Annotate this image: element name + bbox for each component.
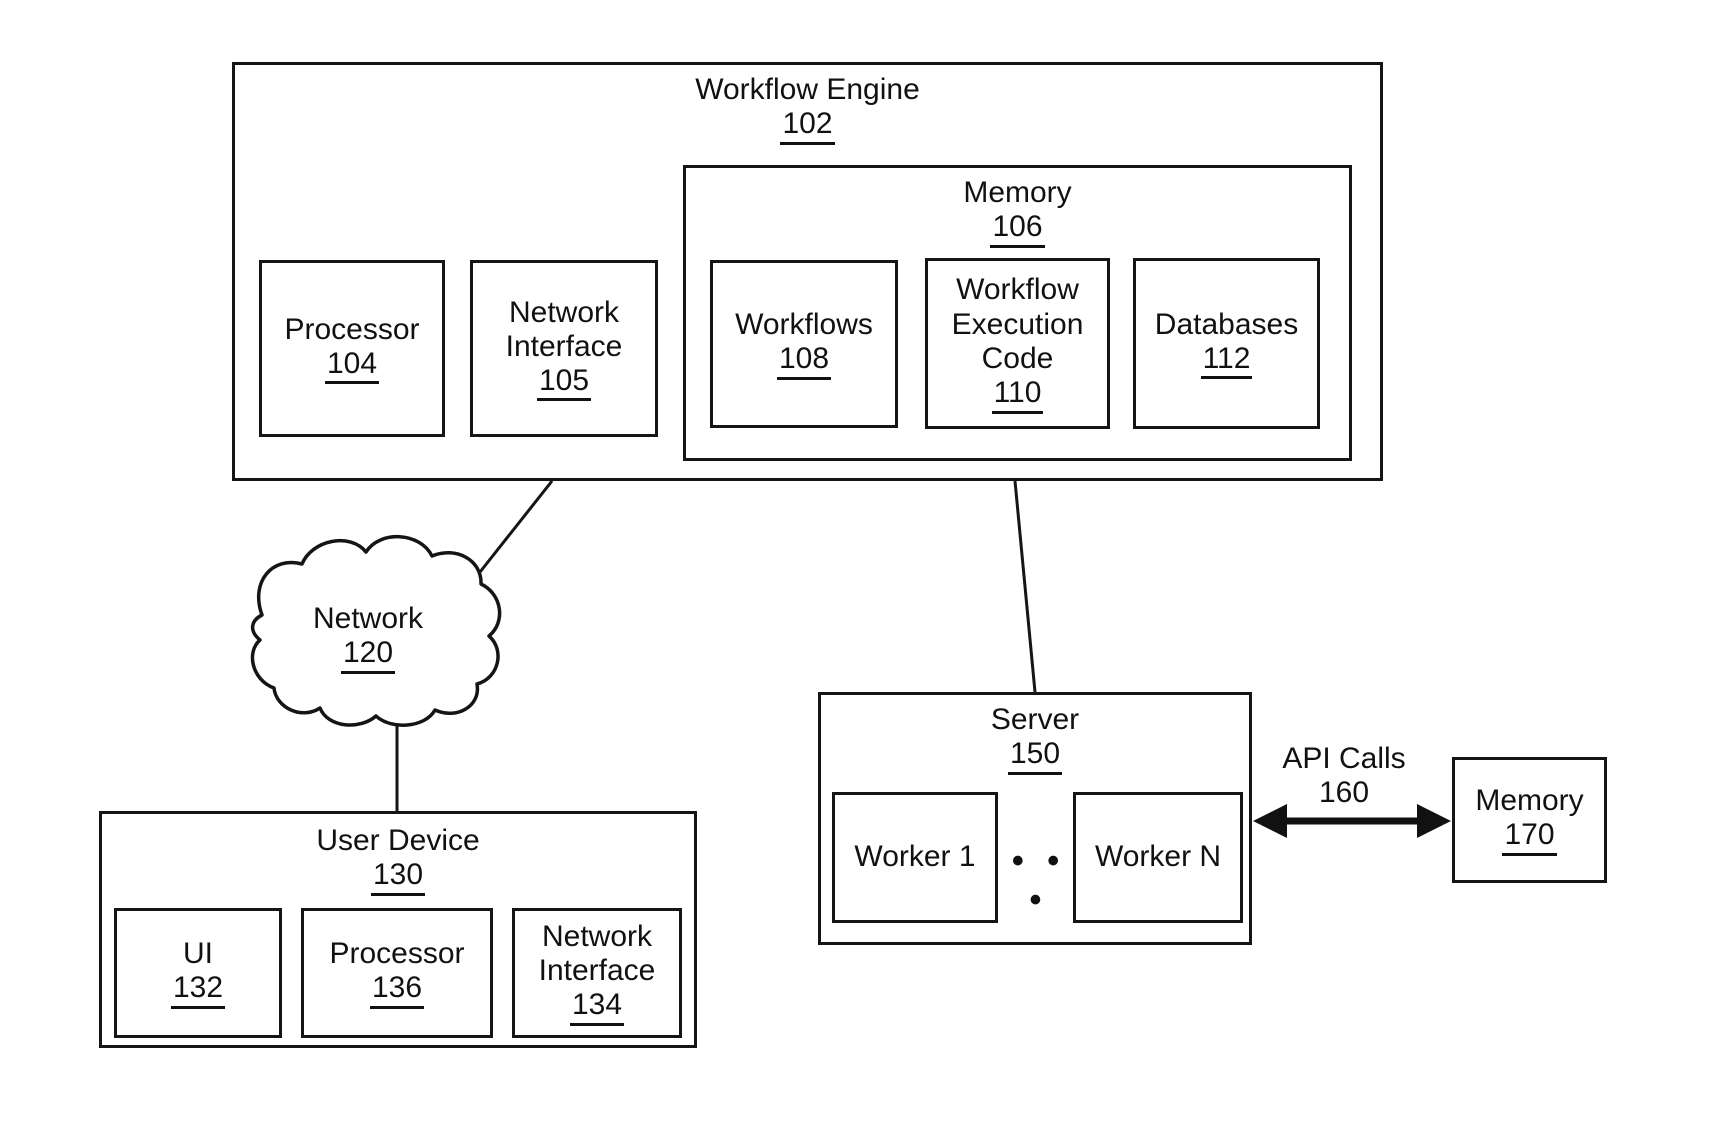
databases-label: Databases (1154, 307, 1299, 341)
network-cloud-shape (250, 535, 502, 727)
api-calls-arrowhead-left (1253, 804, 1287, 838)
memory-label: Memory (963, 176, 1072, 209)
databases-box: Databases 112 (1133, 258, 1320, 429)
network-interface-label: Network Interface (505, 295, 623, 363)
remote-memory-box: Memory 170 (1452, 757, 1607, 883)
network-cloud-label-block: Network 120 (268, 602, 468, 674)
engine-to-server-line (1013, 480, 1037, 693)
user-network-interface-ref: 134 (569, 989, 625, 1026)
ui-label: UI (183, 937, 213, 971)
worker-1-label: Worker 1 (854, 840, 976, 874)
user-processor-ref: 136 (369, 972, 425, 1009)
workflow-execution-code-label: Workflow Execution Code (951, 273, 1084, 375)
workflow-execution-code-box: Workflow Execution Code 110 (925, 258, 1110, 429)
workflow-engine-ref: 102 (780, 108, 835, 145)
processor-box: Processor 104 (259, 260, 445, 437)
user-processor-box: Processor 136 (301, 908, 493, 1038)
api-calls-arrowhead-right (1417, 804, 1451, 838)
network-interface-box: Network Interface 105 (470, 260, 658, 437)
server-label: Server (990, 703, 1080, 736)
api-calls-ref: 160 (1318, 776, 1370, 810)
server-ref: 150 (1007, 738, 1063, 775)
remote-memory-label: Memory (1475, 784, 1584, 818)
worker-n-box: Worker N (1073, 792, 1243, 923)
worker-1-box: Worker 1 (832, 792, 998, 923)
api-calls-label: API Calls (1282, 742, 1406, 775)
network-interface-ref: 105 (536, 365, 592, 402)
worker-n-label: Worker N (1094, 840, 1222, 874)
ellipsis-icon: • • • (1011, 842, 1067, 919)
workflows-ref: 108 (776, 343, 832, 380)
memory-box: Memory 106 (683, 165, 1352, 461)
ui-box: UI 132 (114, 908, 282, 1038)
user-network-interface-box: Network Interface 134 (512, 908, 682, 1038)
user-device-label: User Device (316, 824, 480, 857)
workflows-box: Workflows 108 (710, 260, 898, 428)
engine-to-network-line (478, 480, 554, 573)
workflow-engine-label: Workflow Engine (695, 73, 920, 106)
network-cloud-ref: 120 (340, 637, 396, 674)
ui-ref: 132 (170, 972, 226, 1009)
user-processor-label: Processor (329, 937, 465, 971)
workflow-engine-box: Workflow Engine 102 (232, 62, 1383, 481)
workflows-label: Workflows (735, 308, 873, 342)
memory-ref: 106 (990, 211, 1045, 248)
remote-memory-ref: 170 (1502, 819, 1557, 856)
processor-label: Processor (284, 312, 420, 346)
network-cloud-label: Network (312, 602, 424, 635)
api-calls-label-block: API Calls 160 (1254, 742, 1434, 810)
user-device-ref: 130 (370, 859, 426, 896)
workflow-execution-code-ref: 110 (991, 377, 1044, 414)
processor-ref: 104 (324, 348, 380, 385)
user-network-interface-label: Network Interface (538, 920, 656, 988)
databases-ref: 112 (1200, 343, 1253, 380)
